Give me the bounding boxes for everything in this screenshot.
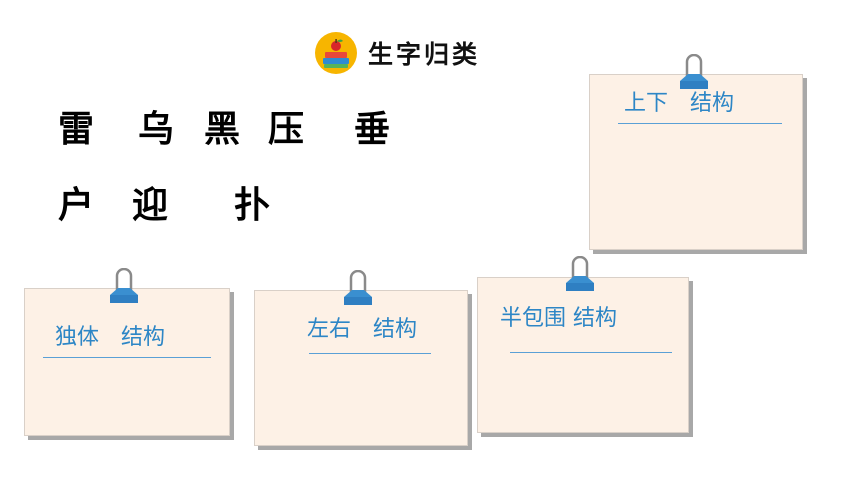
binder-clip-icon bbox=[110, 268, 138, 303]
card-label: 左右 结构 bbox=[307, 317, 418, 342]
character: 迎 bbox=[132, 185, 169, 226]
card-label: 上下 结构 bbox=[624, 91, 735, 116]
character: 压 bbox=[268, 109, 305, 150]
card-underline bbox=[309, 353, 431, 354]
card-zuoyou: 左右 结构 bbox=[254, 290, 468, 446]
character: 扑 bbox=[234, 185, 271, 226]
card-duti: 独体 结构 bbox=[24, 288, 230, 436]
binder-clip-icon bbox=[566, 256, 594, 291]
card-label: 独体 结构 bbox=[55, 325, 166, 350]
character: 垂 bbox=[354, 109, 391, 150]
card-underline bbox=[618, 123, 782, 124]
character: 黑 bbox=[204, 109, 241, 150]
slide-header: 生字归类 bbox=[314, 30, 480, 76]
page-title: 生字归类 bbox=[368, 40, 481, 69]
character: 户 bbox=[58, 185, 95, 226]
card-banbaowei: 半包围 结构 bbox=[477, 277, 689, 433]
character: 乌 bbox=[138, 109, 175, 150]
card-underline bbox=[510, 352, 672, 353]
book-stack-apple-icon bbox=[315, 32, 357, 74]
binder-clip-icon bbox=[680, 54, 708, 89]
binder-clip-icon bbox=[344, 270, 372, 305]
card-underline bbox=[43, 357, 211, 358]
card-label: 半包围 结构 bbox=[500, 306, 617, 331]
card-shangxia: 上下 结构 bbox=[589, 74, 803, 250]
character: 雷 bbox=[58, 109, 95, 150]
